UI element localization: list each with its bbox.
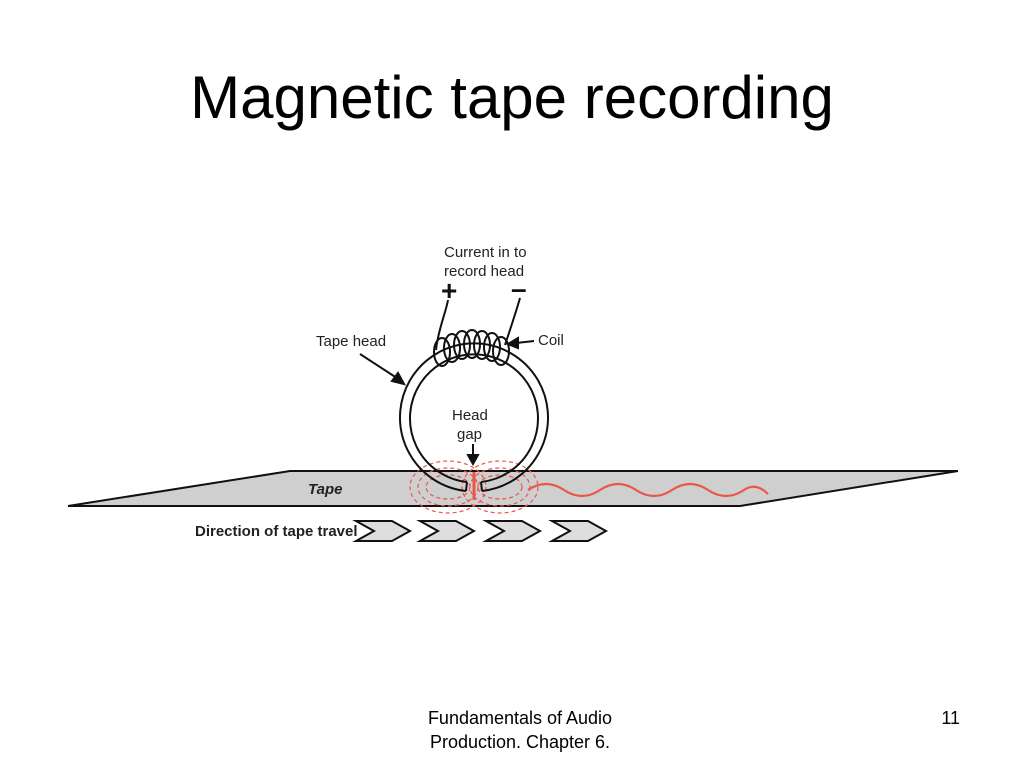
plus-sign: + bbox=[441, 275, 457, 306]
tape-label: Tape bbox=[308, 481, 342, 498]
head-gap-label-line2: gap bbox=[457, 426, 482, 443]
tape-strip bbox=[67, 470, 959, 507]
page-number: 11 bbox=[941, 708, 960, 728]
direction-label: Direction of tape travel bbox=[195, 523, 358, 540]
footer-line-1: Fundamentals of Audio bbox=[427, 708, 613, 728]
tape-head-label: Tape head bbox=[316, 333, 386, 350]
head-gap-label-line1: Head bbox=[452, 407, 488, 424]
footer-line-2: Production. Chapter 6. bbox=[429, 732, 611, 752]
label-pointers bbox=[359, 336, 535, 467]
magnetic-field-lines bbox=[409, 460, 539, 514]
coil-windings bbox=[433, 329, 510, 367]
coil-lead-negative bbox=[504, 297, 521, 346]
current-label-line2: record head bbox=[444, 263, 524, 280]
current-label-line1: Current in to bbox=[444, 244, 527, 261]
direction-chevrons bbox=[352, 520, 609, 542]
coil-lead-positive bbox=[435, 299, 449, 351]
minus-sign: – bbox=[511, 273, 527, 304]
coil-label: Coil bbox=[538, 332, 564, 349]
recorded-signal-wave bbox=[527, 482, 769, 498]
slide-title: Magnetic tape recording bbox=[190, 64, 834, 131]
footer-source: Fundamentals of Audio Production. Chapte… bbox=[380, 706, 660, 754]
